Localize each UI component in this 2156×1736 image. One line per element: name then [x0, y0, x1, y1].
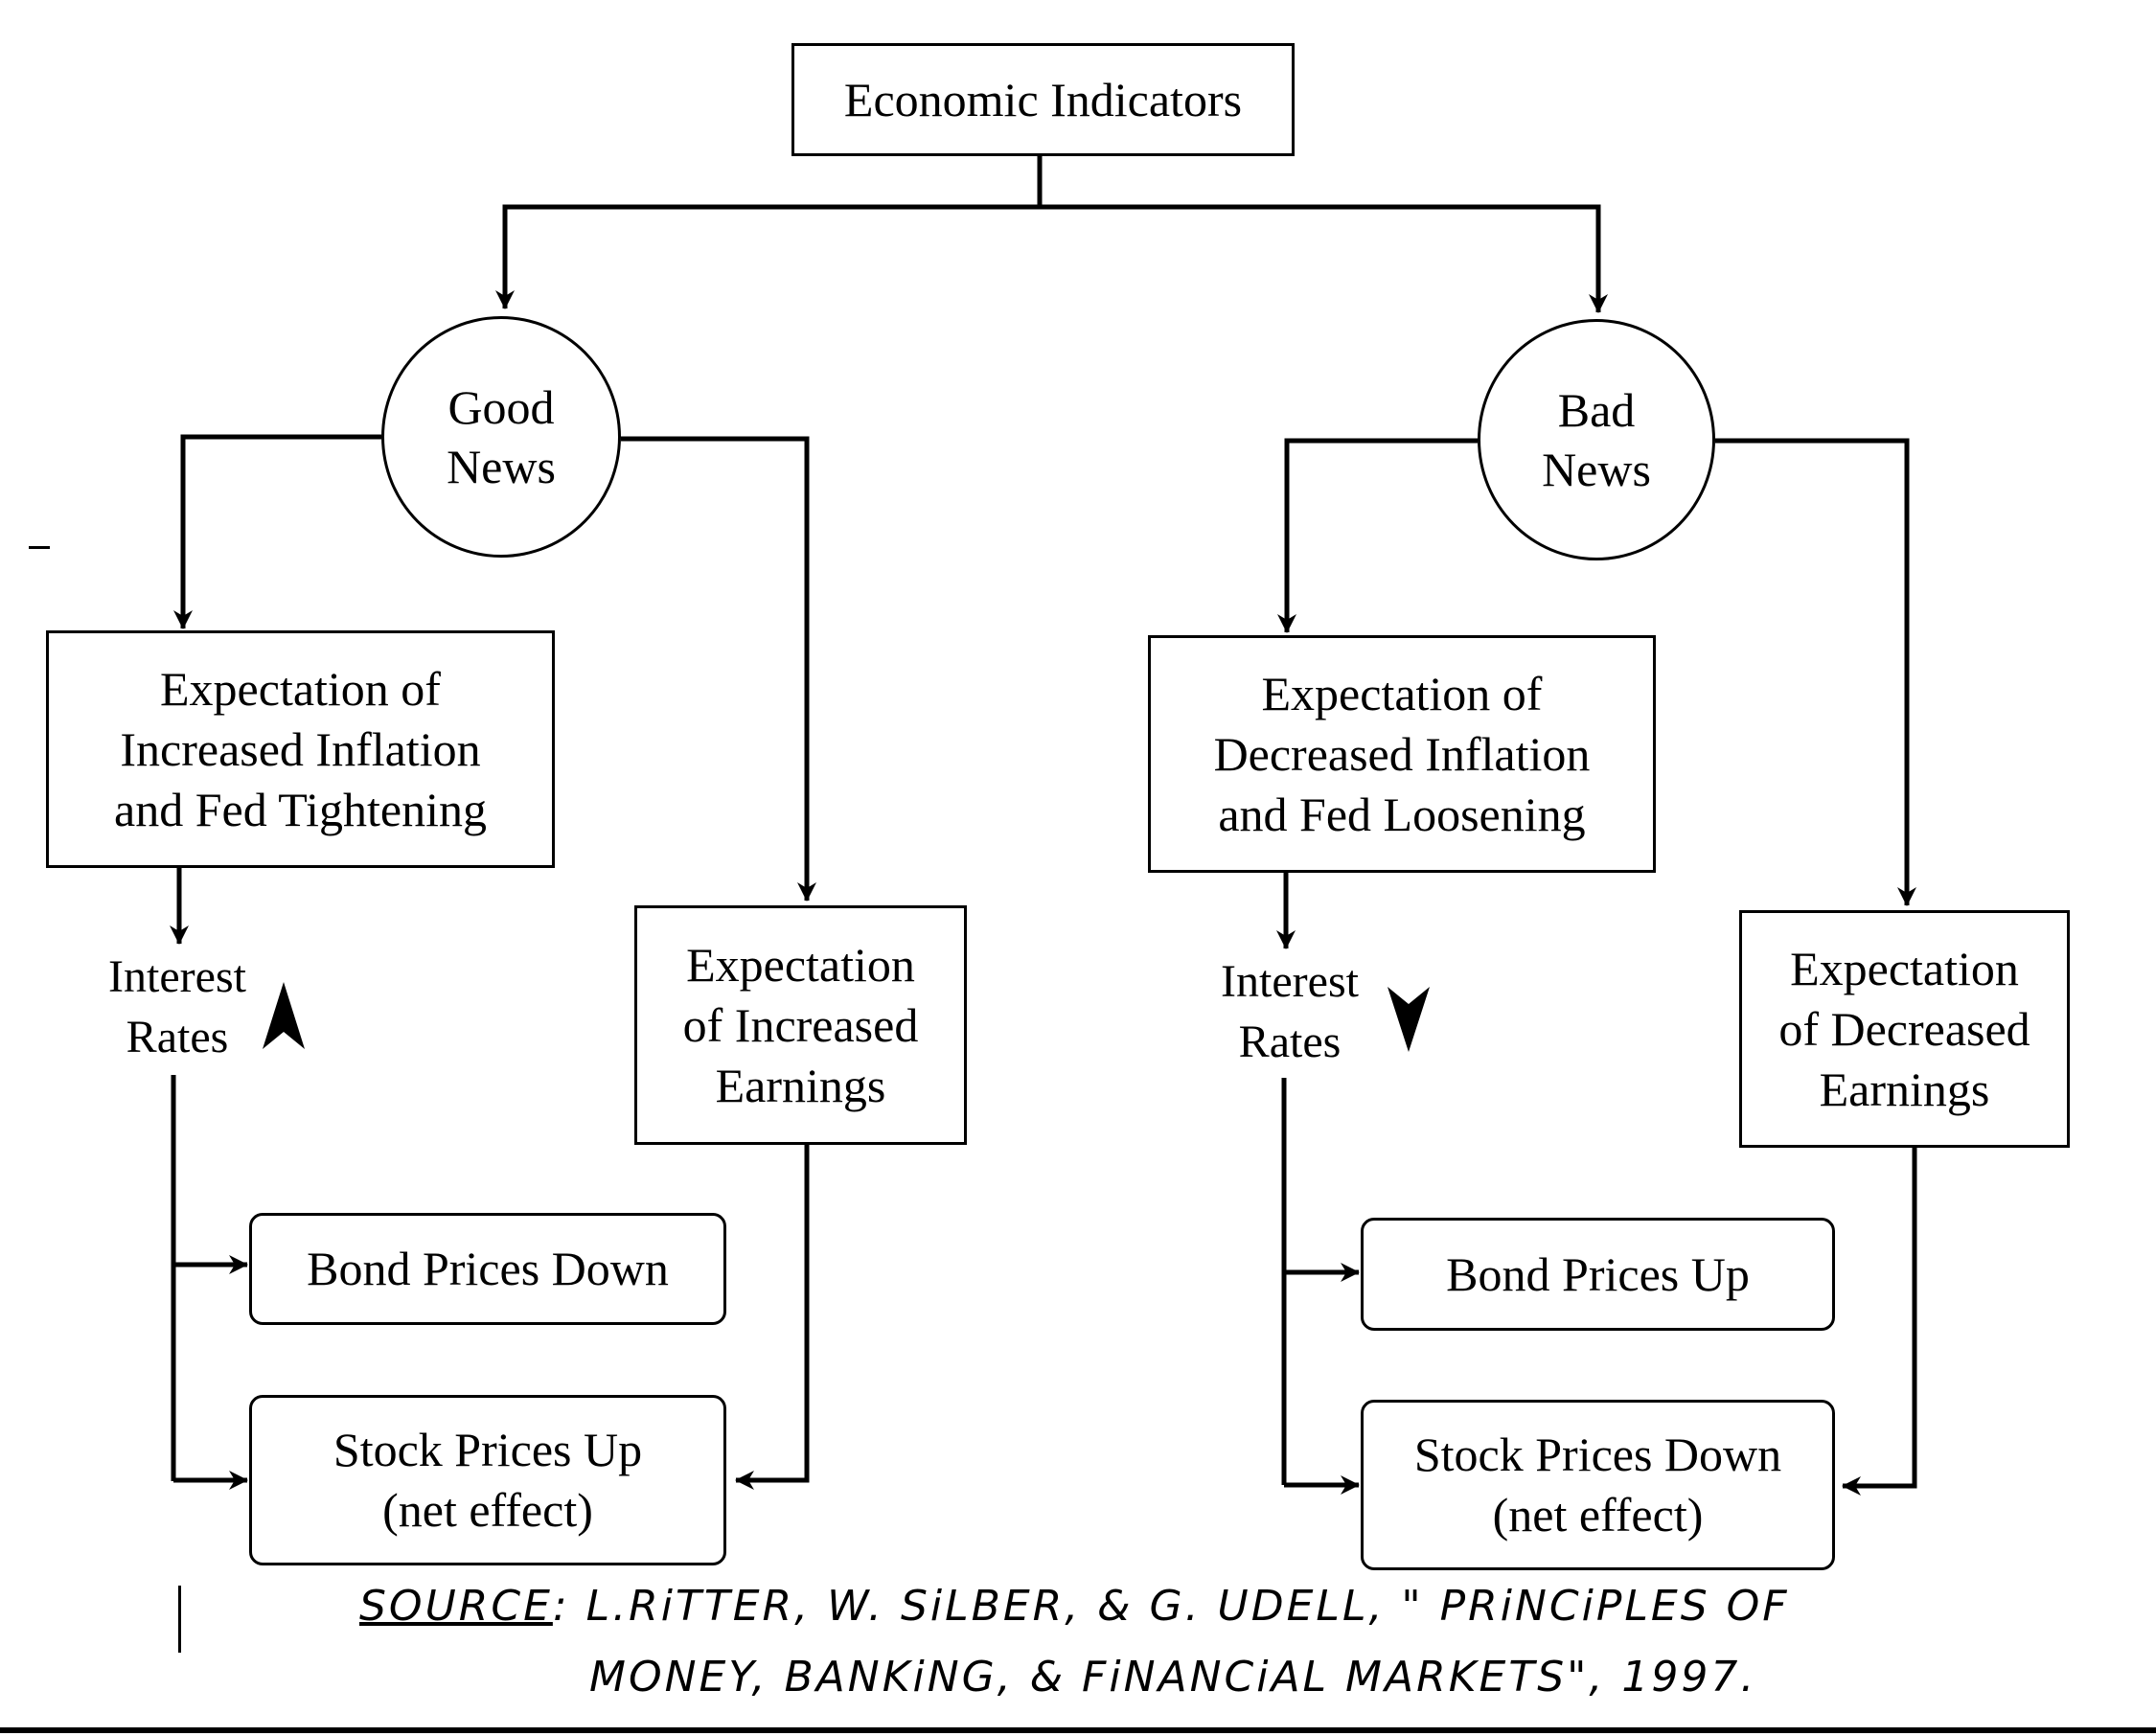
edge-root-to-good-news: [495, 204, 1040, 309]
increased-earnings-line-1: Expectation: [686, 937, 915, 992]
good-news-line-2: News: [447, 440, 556, 493]
increased-inflation-node: Expectation of Increased Inflation and F…: [46, 630, 555, 868]
decreased-inflation-line-3: and Fed Loosening: [1218, 787, 1586, 841]
bond-prices-up-node: Bond Prices Up: [1361, 1218, 1835, 1331]
bond-prices-down-label: Bond Prices Down: [307, 1242, 669, 1295]
stock-prices-up-node: Stock Prices Up (net effect): [249, 1395, 726, 1565]
edge-good-to-earnings: [621, 436, 816, 902]
decreased-inflation-line-1: Expectation of: [1261, 666, 1543, 720]
economic-indicators-label: Economic Indicators: [843, 72, 1243, 126]
bad-news-node: Bad News: [1478, 319, 1715, 560]
interest-rates-up-label: Interest Rates: [81, 947, 273, 1067]
interest-rates-down-line-2: Rates: [1238, 1016, 1342, 1067]
rates-down-arrow-icon: [1388, 987, 1430, 1052]
interest-rates-down-line-1: Interest: [1221, 956, 1359, 1007]
stock-prices-down-line-1: Stock Prices Down: [1413, 1428, 1782, 1481]
page-bottom-rule: [0, 1727, 2156, 1733]
increased-earnings-node: Expectation of Increased Earnings: [634, 905, 967, 1145]
decreased-inflation-node: Expectation of Decreased Inflation and F…: [1148, 635, 1656, 873]
increased-earnings-line-3: Earnings: [715, 1058, 886, 1112]
interest-rates-up-line-1: Interest: [108, 951, 246, 1002]
stock-prices-up-line-1: Stock Prices Up: [333, 1423, 643, 1476]
source-citation: SOURCE: L.RiTTER, W. SiLBER, & G. UDELL,…: [359, 1571, 1892, 1713]
stock-prices-up-line-2: (net effect): [382, 1483, 593, 1537]
increased-earnings-line-2: of Increased: [682, 997, 919, 1052]
stock-prices-down-node: Stock Prices Down (net effect): [1361, 1400, 1835, 1570]
good-news-line-1: Good: [447, 380, 555, 434]
interest-rates-up-line-2: Rates: [126, 1012, 229, 1062]
economic-indicators-node: Economic Indicators: [791, 43, 1295, 156]
decreased-earnings-line-1: Expectation: [1790, 941, 2019, 995]
bad-news-line-1: Bad: [1557, 383, 1636, 437]
increased-inflation-line-2: Increased Inflation: [120, 721, 481, 776]
bad-news-line-2: News: [1542, 443, 1651, 496]
decreased-earnings-node: Expectation of Decreased Earnings: [1739, 910, 2070, 1148]
decreased-earnings-line-3: Earnings: [1819, 1062, 1990, 1116]
bond-prices-down-node: Bond Prices Down: [249, 1213, 726, 1325]
scan-margin-mark: [178, 1586, 181, 1653]
edge-good-to-inflation: [173, 434, 381, 629]
stock-prices-down-line-2: (net effect): [1492, 1488, 1704, 1542]
source-line-1: SOURCE: L.RiTTER, W. SiLBER, & G. UDELL,…: [359, 1571, 1892, 1642]
rates-up-arrow-icon: [263, 982, 305, 1049]
source-line-2: MONEY, BANKiNG, & FiNANCiAL MARKETS", 19…: [359, 1642, 1892, 1713]
decreased-earnings-line-2: of Decreased: [1778, 1001, 2030, 1056]
edge-root-to-bad-news: [1040, 204, 1608, 313]
bond-prices-up-label: Bond Prices Up: [1446, 1246, 1750, 1301]
edge-earnings-to-stock-up: [735, 1145, 810, 1490]
interest-rates-down-label: Interest Rates: [1194, 951, 1386, 1072]
decreased-inflation-line-2: Decreased Inflation: [1213, 726, 1591, 781]
increased-inflation-line-3: and Fed Tightening: [114, 782, 487, 836]
increased-inflation-line-1: Expectation of: [160, 661, 441, 716]
edge-earnings-to-stock-down: [1842, 1148, 1917, 1496]
source-line-2-text: MONEY, BANKiNG, & FiNANCiAL MARKETS", 19…: [589, 1653, 1757, 1702]
source-prefix: SOURCE: [359, 1582, 553, 1631]
scan-dash-mark: [29, 546, 50, 549]
edge-bad-to-earnings: [1715, 438, 1916, 906]
source-line-1-text: : L.RiTTER, W. SiLBER, & G. UDELL, " PRi…: [552, 1582, 1790, 1631]
good-news-node: Good News: [381, 316, 621, 558]
edge-bad-to-inflation: [1277, 438, 1478, 633]
